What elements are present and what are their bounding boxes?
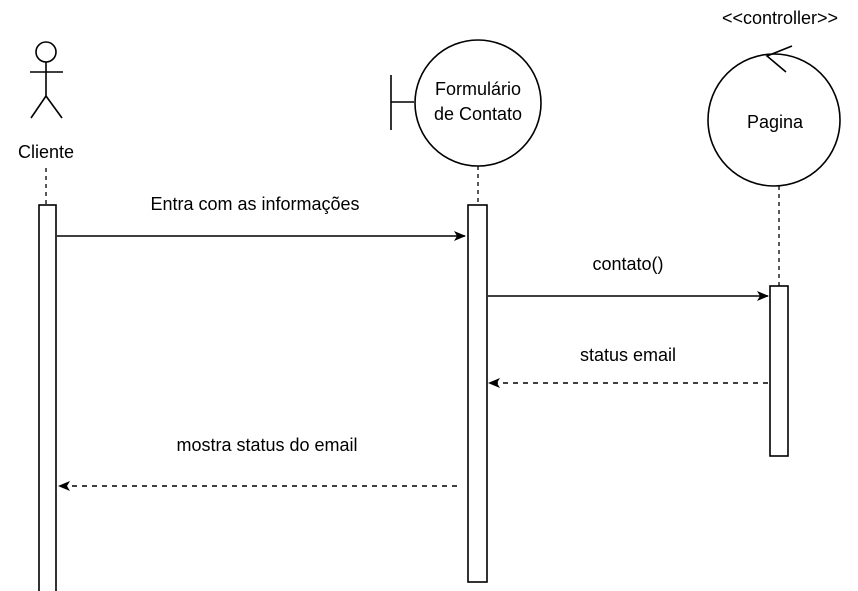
participant-formulario[interactable]: Formulário de Contato: [390, 39, 542, 167]
activation-bar-pagina: [769, 285, 789, 457]
message-label: Entra com as informações: [150, 194, 359, 214]
participant-label-cliente: Cliente: [18, 142, 74, 162]
control-icon: [707, 45, 841, 187]
message-entra-com-as-informacoes: Entra com as informações: [57, 194, 466, 241]
message-label: contato(): [592, 254, 663, 274]
participant-pagina[interactable]: <<controller>> Pagina: [707, 8, 841, 187]
participant-label-pagina: Pagina: [747, 112, 804, 132]
participant-label-formulario-line1: Formulário: [435, 79, 521, 99]
activation-bar-cliente: [38, 204, 57, 591]
message-label: mostra status do email: [176, 435, 357, 455]
message-contato: contato(): [488, 254, 769, 301]
message-status-email: status email: [488, 345, 768, 388]
activation-bar-formulario: [467, 204, 488, 583]
message-mostra-status-do-email: mostra status do email: [58, 435, 457, 491]
participant-label-formulario-line2: de Contato: [434, 104, 522, 124]
message-label: status email: [580, 345, 676, 365]
actor-icon: [30, 41, 63, 119]
boundary-icon: [390, 39, 542, 167]
participant-stereotype-pagina: <<controller>>: [722, 8, 838, 28]
participant-cliente[interactable]: Cliente: [18, 41, 74, 162]
